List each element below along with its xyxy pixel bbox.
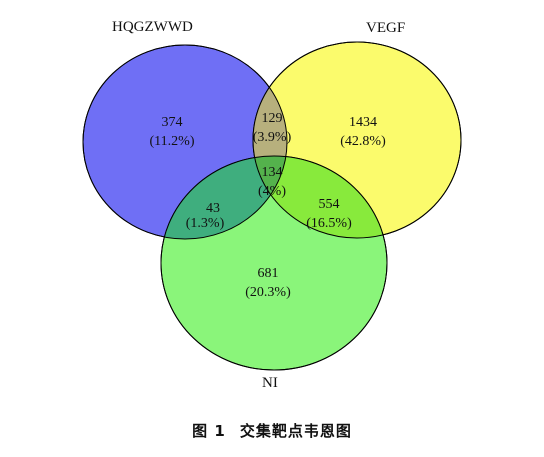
region-b-only-count: 1434 <box>349 115 377 130</box>
region-abc-pct: (4%) <box>258 184 286 199</box>
region-bc-pct: (16.5%) <box>306 216 352 231</box>
venn-diagram: HQGZWWD VEGF NI 374 (11.2%) 129 (3.9%) 1… <box>82 19 462 391</box>
figure-caption: 图 1 交集靶点韦恩图 <box>0 420 544 441</box>
set-c-outline <box>160 155 388 371</box>
set-b-outline <box>252 41 462 239</box>
region-a-only-pct: (11.2%) <box>150 134 195 149</box>
set-a-outline <box>82 44 288 240</box>
region-bc-count: 554 <box>319 197 340 212</box>
region-ac-fill <box>161 156 287 239</box>
region-c-only-pct: (20.3%) <box>245 285 291 300</box>
region-a-only-count: 374 <box>162 115 183 130</box>
set-c-label: NI <box>262 375 278 391</box>
region-ac-count: 43 <box>206 201 220 216</box>
figure-title: 交集靶点韦恩图 <box>239 422 352 440</box>
region-c-only-count: 681 <box>258 266 279 281</box>
set-b-label: VEGF <box>366 20 405 36</box>
region-bc-fill <box>253 156 387 238</box>
figure-number: 图 1 <box>192 422 226 440</box>
region-abc-count: 134 <box>262 165 283 180</box>
region-ac-pct: (1.3%) <box>186 216 225 231</box>
region-ab-count: 129 <box>262 111 283 126</box>
region-b-only-pct: (42.8%) <box>340 134 386 149</box>
set-a-label: HQGZWWD <box>112 19 193 35</box>
region-ab-pct: (3.9%) <box>253 130 292 145</box>
